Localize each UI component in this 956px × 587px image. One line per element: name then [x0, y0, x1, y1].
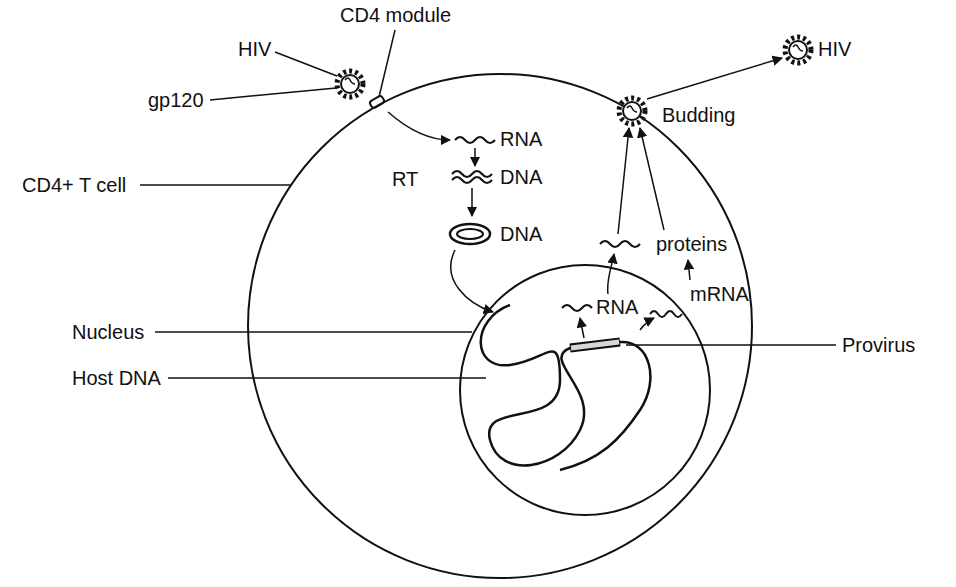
molecule-label: mRNA — [690, 283, 749, 305]
leader-line — [210, 88, 336, 100]
part-label: Host DNA — [72, 367, 161, 389]
flow-arrow — [640, 128, 664, 230]
leader-line — [155, 331, 472, 333]
virus-icon — [785, 37, 811, 63]
flow-arrow — [451, 250, 493, 312]
flow-arrow — [471, 188, 473, 216]
molecule-label: DNA — [500, 223, 542, 245]
part-label: CD4+ T cell — [22, 174, 126, 196]
molecule-label: DNA — [500, 166, 542, 188]
part-label: gp120 — [148, 89, 204, 111]
molecule-label: RNA — [500, 128, 542, 150]
cd4-receptor — [369, 95, 385, 109]
leader-line — [379, 30, 395, 97]
flow-arrow — [688, 260, 690, 280]
flow-arrow — [608, 254, 614, 294]
flow-arrow — [618, 128, 629, 234]
dna-strand — [452, 177, 492, 183]
leader-line — [168, 377, 486, 379]
provirus-segment — [571, 342, 619, 348]
virus-icon — [619, 98, 645, 124]
virus-icon — [337, 71, 363, 97]
leader-line — [275, 52, 337, 76]
nucleus-membrane — [460, 265, 710, 515]
rna-strand — [562, 305, 592, 311]
enzyme-label: RT — [392, 168, 418, 190]
flow-arrow — [474, 148, 476, 166]
leader-line — [140, 184, 290, 186]
molecule-label: proteins — [656, 233, 727, 255]
circular-dna — [457, 229, 483, 239]
step-label: Budding — [662, 104, 735, 126]
provirus-segment — [570, 342, 620, 348]
part-label: HIV — [238, 38, 271, 60]
part-label: Nucleus — [72, 321, 144, 343]
leader-line — [626, 344, 836, 346]
host-dna — [481, 305, 651, 470]
flow-arrow — [388, 112, 450, 140]
flow-arrow — [580, 318, 584, 338]
part-label: Provirus — [842, 334, 915, 356]
part-label: HIV — [818, 38, 851, 60]
cell-membrane — [248, 74, 752, 578]
part-label: CD4 module — [340, 4, 451, 26]
molecule-label: RNA — [596, 296, 638, 318]
flow-arrow — [647, 58, 782, 99]
mrna-strand — [650, 311, 682, 317]
rna-strand — [455, 137, 495, 143]
flow-arrow — [640, 318, 654, 330]
protein-strand — [600, 241, 640, 247]
circular-dna — [450, 224, 490, 244]
